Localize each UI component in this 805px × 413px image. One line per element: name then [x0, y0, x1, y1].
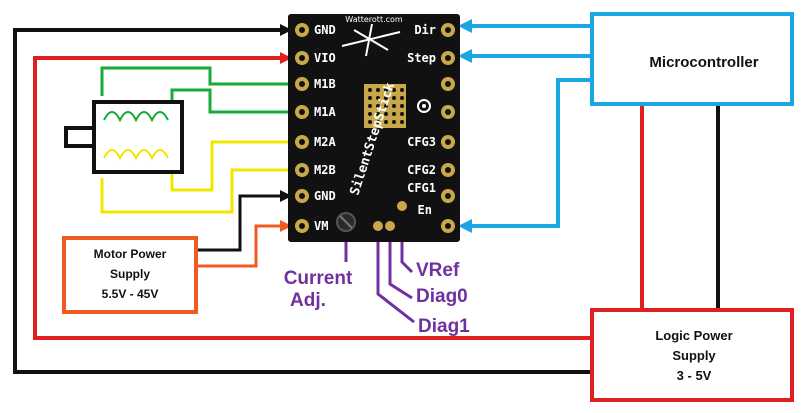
wire-gnd-logic — [13, 28, 592, 374]
chip-pad — [364, 84, 406, 128]
vref-label: VRef — [416, 260, 460, 281]
pin-m2a: M2A — [314, 135, 336, 149]
logic-supply-box: Logic Power Supply 3 - 5V — [590, 308, 794, 402]
pin-dir: Dir — [414, 23, 436, 37]
pin-vm: VM — [314, 219, 328, 233]
pin-step: Step — [407, 51, 436, 65]
motor-supply-line3: 5.5V - 45V — [102, 287, 159, 301]
pin-gnd-top: GND — [314, 23, 336, 37]
wire-m2a — [170, 140, 288, 192]
wire-m1a — [170, 88, 288, 114]
wire-diag0 — [388, 226, 413, 300]
pin-cfg3: CFG3 — [407, 135, 436, 149]
pin-vio: VIO — [314, 51, 336, 65]
wire-m1b — [100, 66, 288, 96]
pin-en: En — [418, 203, 432, 217]
logic-supply-line1: Logic Power — [655, 328, 732, 343]
coil-2 — [103, 149, 169, 161]
pin-cfg2: CFG2 — [407, 163, 436, 177]
wire-vio-logic — [33, 56, 592, 340]
microcontroller-box: Microcontroller — [590, 12, 794, 106]
logic-supply-line2: Supply — [672, 348, 716, 363]
site-text: Watterott.com — [345, 15, 403, 24]
driver-board: GND VIO M1B M1A M2A M2B GND VM Dir Step … — [288, 14, 460, 242]
motor-supply-line2: Supply — [110, 267, 150, 281]
stepper-motor — [64, 100, 184, 174]
pin-m1b: M1B — [314, 77, 336, 91]
gear-icon — [417, 99, 431, 113]
pin-gnd-bottom: GND — [314, 189, 336, 203]
current-adj-label-1: Current — [284, 268, 353, 289]
wire-vm-motor — [196, 224, 288, 268]
motor-supply-box: Motor Power Supply 5.5V - 45V — [62, 236, 198, 314]
pin-m1a: M1A — [314, 105, 336, 119]
pin-m2b: M2B — [314, 163, 336, 177]
wire-diag1 — [376, 226, 415, 324]
wire-gnd-motor — [196, 194, 288, 252]
logic-supply-line3: 3 - 5V — [677, 368, 712, 383]
diag1-label: Diag1 — [418, 316, 470, 337]
potentiometer — [336, 212, 356, 232]
current-adj-label-2: Adj. — [290, 290, 326, 311]
pin-cfg1: CFG1 — [407, 181, 436, 195]
coil-1 — [103, 111, 169, 123]
wire-en — [462, 78, 592, 228]
star-logo-icon — [341, 23, 401, 57]
diag0-label: Diag0 — [416, 286, 468, 307]
wire-m2b — [100, 168, 288, 214]
microcontroller-label: Microcontroller — [649, 54, 758, 71]
motor-supply-line1: Motor Power — [94, 247, 167, 261]
